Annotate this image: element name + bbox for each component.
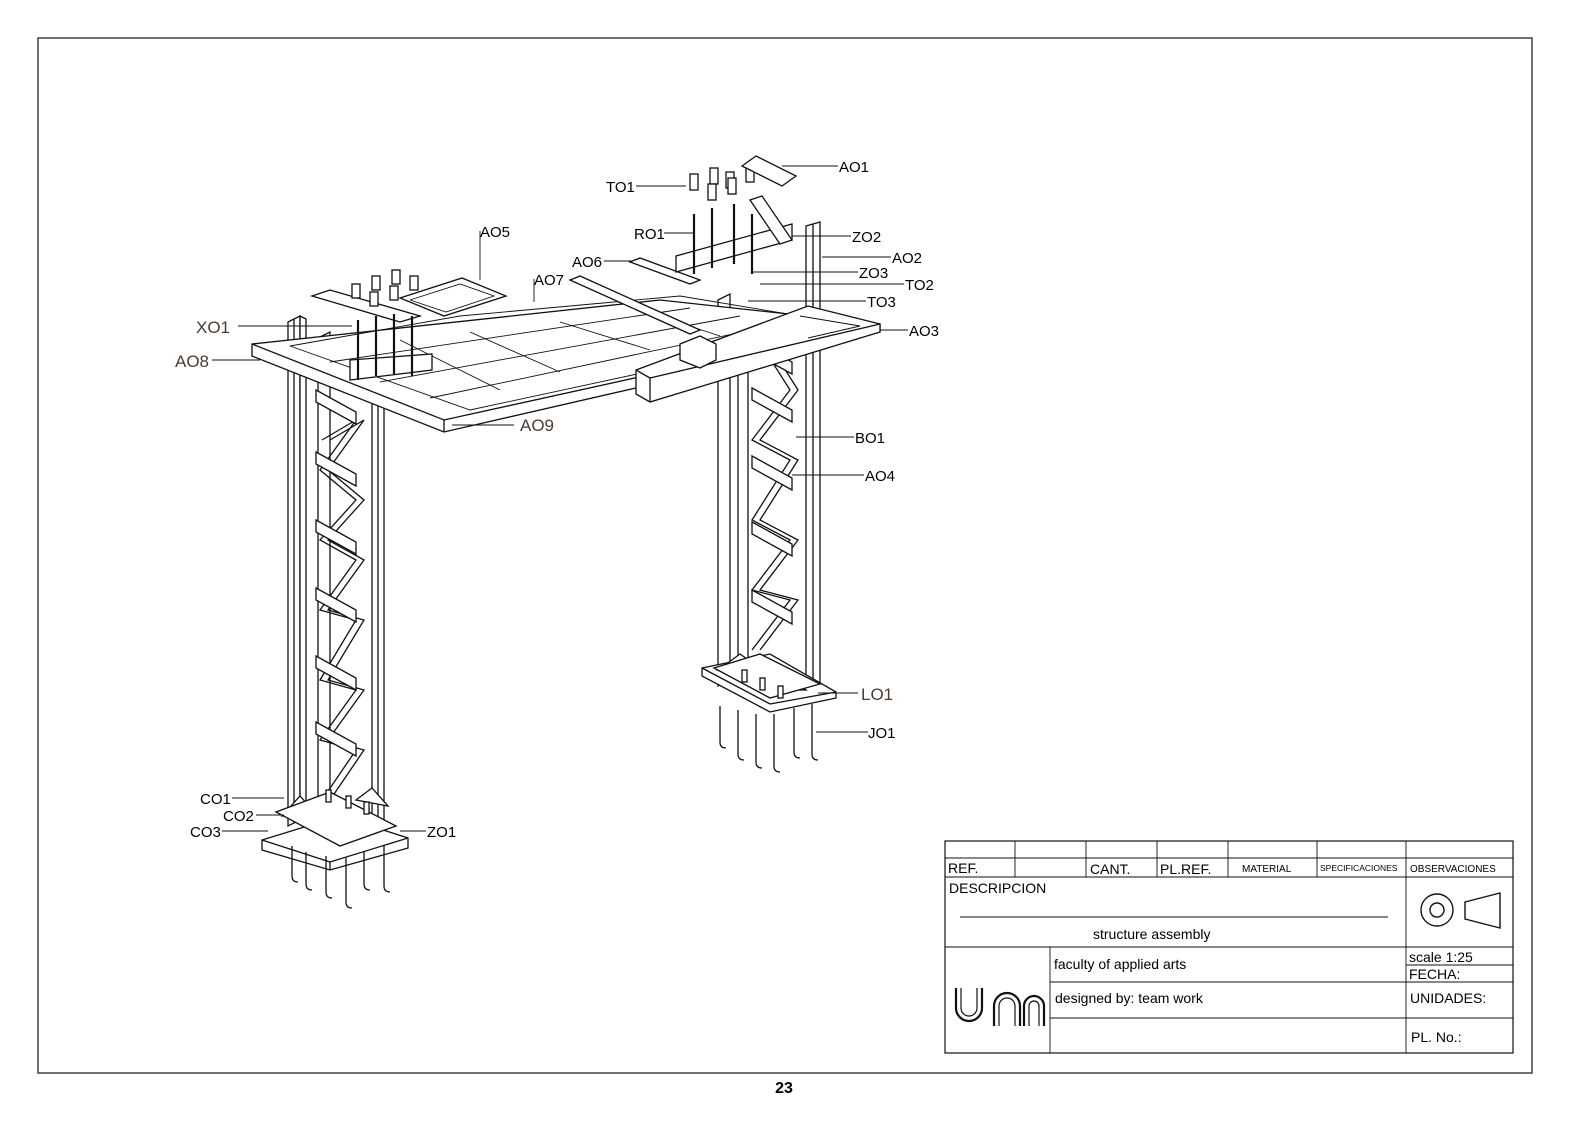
tb-description-value: structure assembly [1093,926,1210,942]
label-ZO2: ZO2 [852,229,881,246]
tb-designed-by: designed by: team work [1055,990,1204,1006]
label-ZO1: ZO1 [427,824,456,841]
projection-symbol-icon [1420,892,1501,929]
tb-unidades: UNIDADES: [1410,990,1486,1006]
label-CO1: CO1 [200,791,231,808]
label-CO3: CO3 [190,824,221,841]
label-AO4: AO4 [865,468,895,485]
tb-pl-no: PL. No.: [1411,1029,1462,1045]
label-BO1: BO1 [855,430,885,447]
label-LO1: LO1 [861,685,893,704]
label-AO7: AO7 [534,272,564,289]
label-RO1: RO1 [634,226,665,243]
page-number: 23 [775,1080,793,1097]
tb-fecha: FECHA: [1409,966,1460,982]
label-AO6: AO6 [572,254,602,271]
label-CO2: CO2 [223,808,254,825]
structure-isometric-drawing [251,155,881,909]
tb-cant: CANT. [1090,861,1130,877]
leader-lines [212,165,908,832]
tb-observaciones: OBSERVACIONES [1410,864,1496,875]
tb-material: MATERIAL [1242,864,1292,875]
label-TO3: TO3 [867,294,896,311]
tb-descripcion: DESCRIPCION [949,880,1046,896]
label-AO9: AO9 [520,416,554,435]
sheet-border [37,37,1533,1074]
label-AO8: AO8 [175,352,209,371]
label-TO1: TO1 [606,179,635,196]
title-block: REF. CANT. PL.REF. MATERIAL SPECIFICACIO… [944,840,1514,1054]
tb-plref: PL.REF. [1160,861,1211,877]
tb-ref: REF. [948,860,978,876]
label-ZO3: ZO3 [859,265,888,282]
label-AO2: AO2 [892,250,922,267]
label-JO1: JO1 [868,725,896,742]
university-logo-icon [954,988,1046,1026]
label-AO1: AO1 [839,159,869,176]
label-AO5: AO5 [480,224,510,241]
part-labels: AO1 TO1 RO1 ZO2 AO2 ZO3 TO2 TO3 AO3 AO5 … [175,159,939,841]
tb-institution: faculty of applied arts [1054,956,1186,972]
label-XO1: XO1 [196,318,230,337]
label-AO3: AO3 [909,323,939,340]
tb-scale: scale 1:25 [1409,949,1473,965]
tb-especificaciones: SPECIFICACIONES [1320,863,1398,873]
label-TO2: TO2 [905,277,934,294]
